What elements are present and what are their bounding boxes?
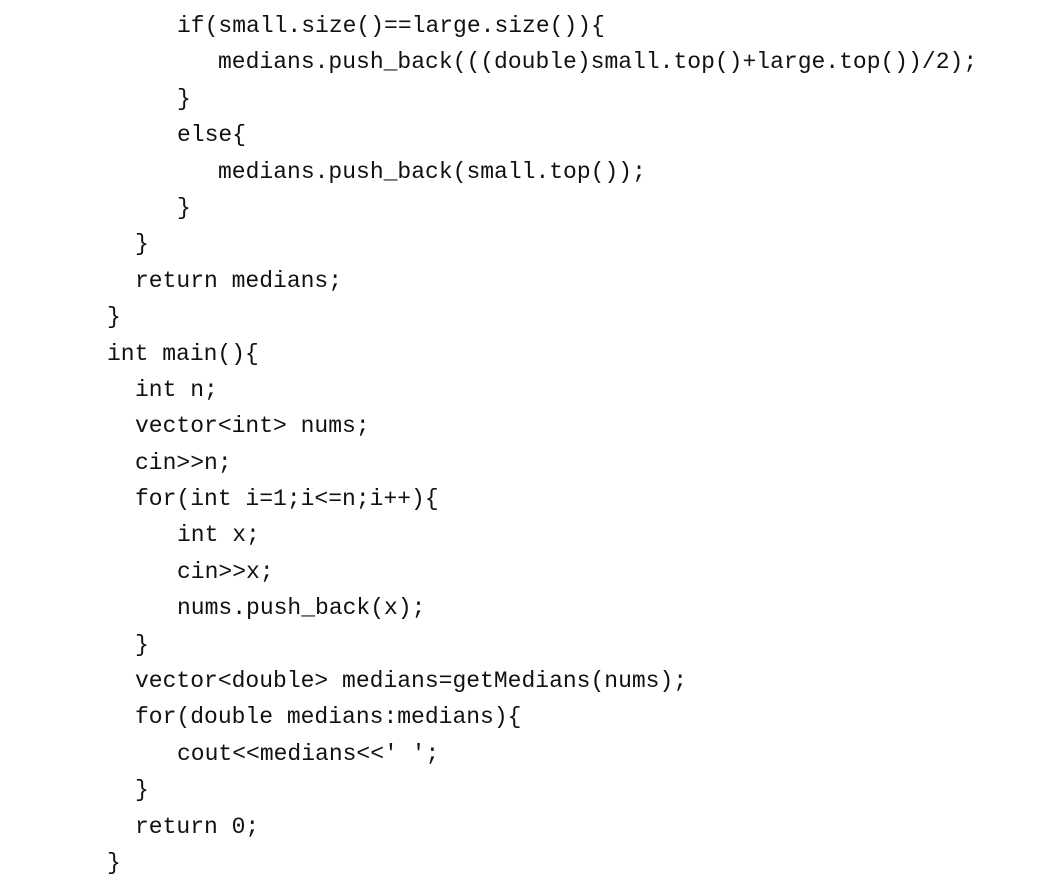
code-line: return medians; — [135, 267, 343, 294]
code-line: int x; — [177, 522, 260, 549]
code-line: for(double medians:medians){ — [135, 704, 522, 731]
code-line: cout<<medians<<' '; — [177, 740, 440, 767]
code-block: if(small.size()==large.size()){ medians.p… — [0, 8, 977, 881]
code-line: } — [177, 194, 191, 221]
code-line: medians.push_back(((double)small.top()+l… — [218, 49, 978, 76]
code-line: } — [107, 304, 121, 331]
code-line: int main(){ — [107, 340, 259, 367]
code-line: vector<int> nums; — [135, 413, 370, 440]
code-line: } — [135, 231, 149, 258]
code-line: int n; — [135, 376, 218, 403]
code-line: } — [135, 777, 149, 804]
code-line: return 0; — [135, 813, 260, 840]
code-line: } — [135, 631, 149, 658]
code-line: medians.push_back(small.top()); — [218, 158, 646, 185]
code-line: cin>>n; — [135, 449, 232, 476]
code-line: cin>>x; — [177, 558, 274, 585]
code-line: vector<double> medians=getMedians(nums); — [135, 668, 688, 695]
code-line: for(int i=1;i<=n;i++){ — [135, 486, 439, 513]
code-line: } — [177, 85, 191, 112]
code-line: } — [107, 849, 121, 876]
code-line: if(small.size()==large.size()){ — [177, 13, 605, 39]
code-line: else{ — [177, 122, 247, 149]
code-line: nums.push_back(x); — [177, 595, 426, 622]
